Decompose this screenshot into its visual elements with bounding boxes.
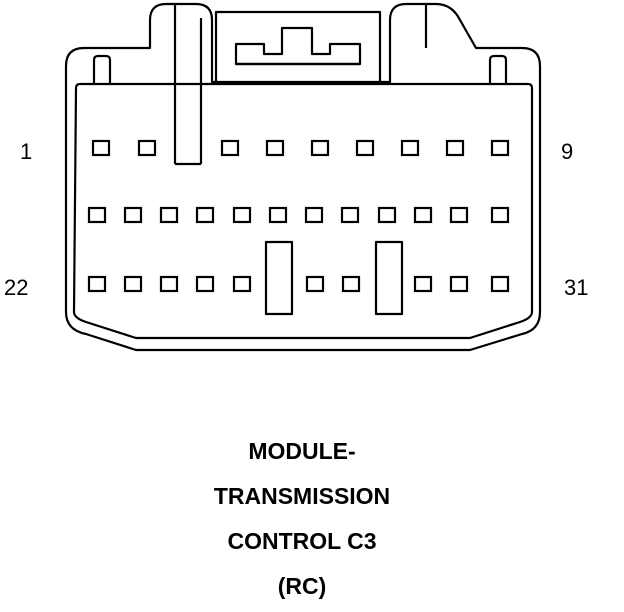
pin-cavity-row3-2: [123, 275, 143, 293]
connector-face-outline: [72, 82, 534, 340]
pin-cavity-row1-5: [310, 139, 330, 157]
pin-cavity-row1-7: [400, 139, 420, 157]
lock-housing: [214, 10, 382, 84]
connector-housing-outline: [64, 2, 542, 352]
pin-cavity-row3-1: [87, 275, 107, 293]
pin-cavity-row1-9: [490, 139, 510, 157]
pin-cavity-row1-8: [445, 139, 465, 157]
caption-line-2: TRANSMISSION: [213, 483, 391, 509]
pin-cavity-row3-4: [195, 275, 215, 293]
pin-label-31: 31: [564, 275, 589, 300]
right-post: [488, 54, 508, 84]
pin-cavity-row2-7: [304, 206, 324, 224]
caption-line-1: MODULE-: [248, 438, 356, 464]
pin-cavity-row1-6: [355, 139, 375, 157]
pin-cavity-row2-10: [413, 206, 433, 224]
pin-cavity-row3-5: [232, 275, 252, 293]
pin-cavity-row3-6: [305, 275, 325, 293]
keying-rib-1: [264, 240, 294, 316]
caption-line-4: (RC): [277, 573, 327, 599]
caption-line-3: CONTROL C3: [227, 528, 377, 554]
pin-cavity-row2-4: [195, 206, 215, 224]
pin-cavity-row2-12: [490, 206, 510, 224]
pin-cavity-row3-10: [490, 275, 510, 293]
connector-caption: MODULE- TRANSMISSION CONTROL C3 (RC): [0, 432, 604, 612]
pin-cavity-row3-3: [159, 275, 179, 293]
pin-cavity-row3-9: [449, 275, 469, 293]
left-post: [92, 54, 112, 84]
pin-label-9: 9: [561, 139, 574, 164]
pin-cavity-row1-2: [137, 139, 157, 157]
pin-cavity-row2-9: [377, 206, 397, 224]
pin-label-1: 1: [20, 139, 33, 164]
pin-cavity-row1-3: [220, 139, 240, 157]
pin-cavity-row2-3: [159, 206, 179, 224]
pin-cavity-row3-7: [341, 275, 361, 293]
pin-cavity-row2-2: [123, 206, 143, 224]
keying-rib-2: [374, 240, 404, 316]
lock-latch: [234, 26, 362, 66]
pin-cavity-row2-1: [87, 206, 107, 224]
pin-cavity-row3-8: [413, 275, 433, 293]
pin-cavity-row2-8: [340, 206, 360, 224]
pin-cavity-row1-1: [91, 139, 111, 157]
pin-cavity-row1-4: [265, 139, 285, 157]
pin-cavity-row2-6: [268, 206, 288, 224]
pin-cavity-row2-5: [232, 206, 252, 224]
pin-label-22: 22: [4, 275, 29, 300]
pin-cavity-row2-11: [449, 206, 469, 224]
